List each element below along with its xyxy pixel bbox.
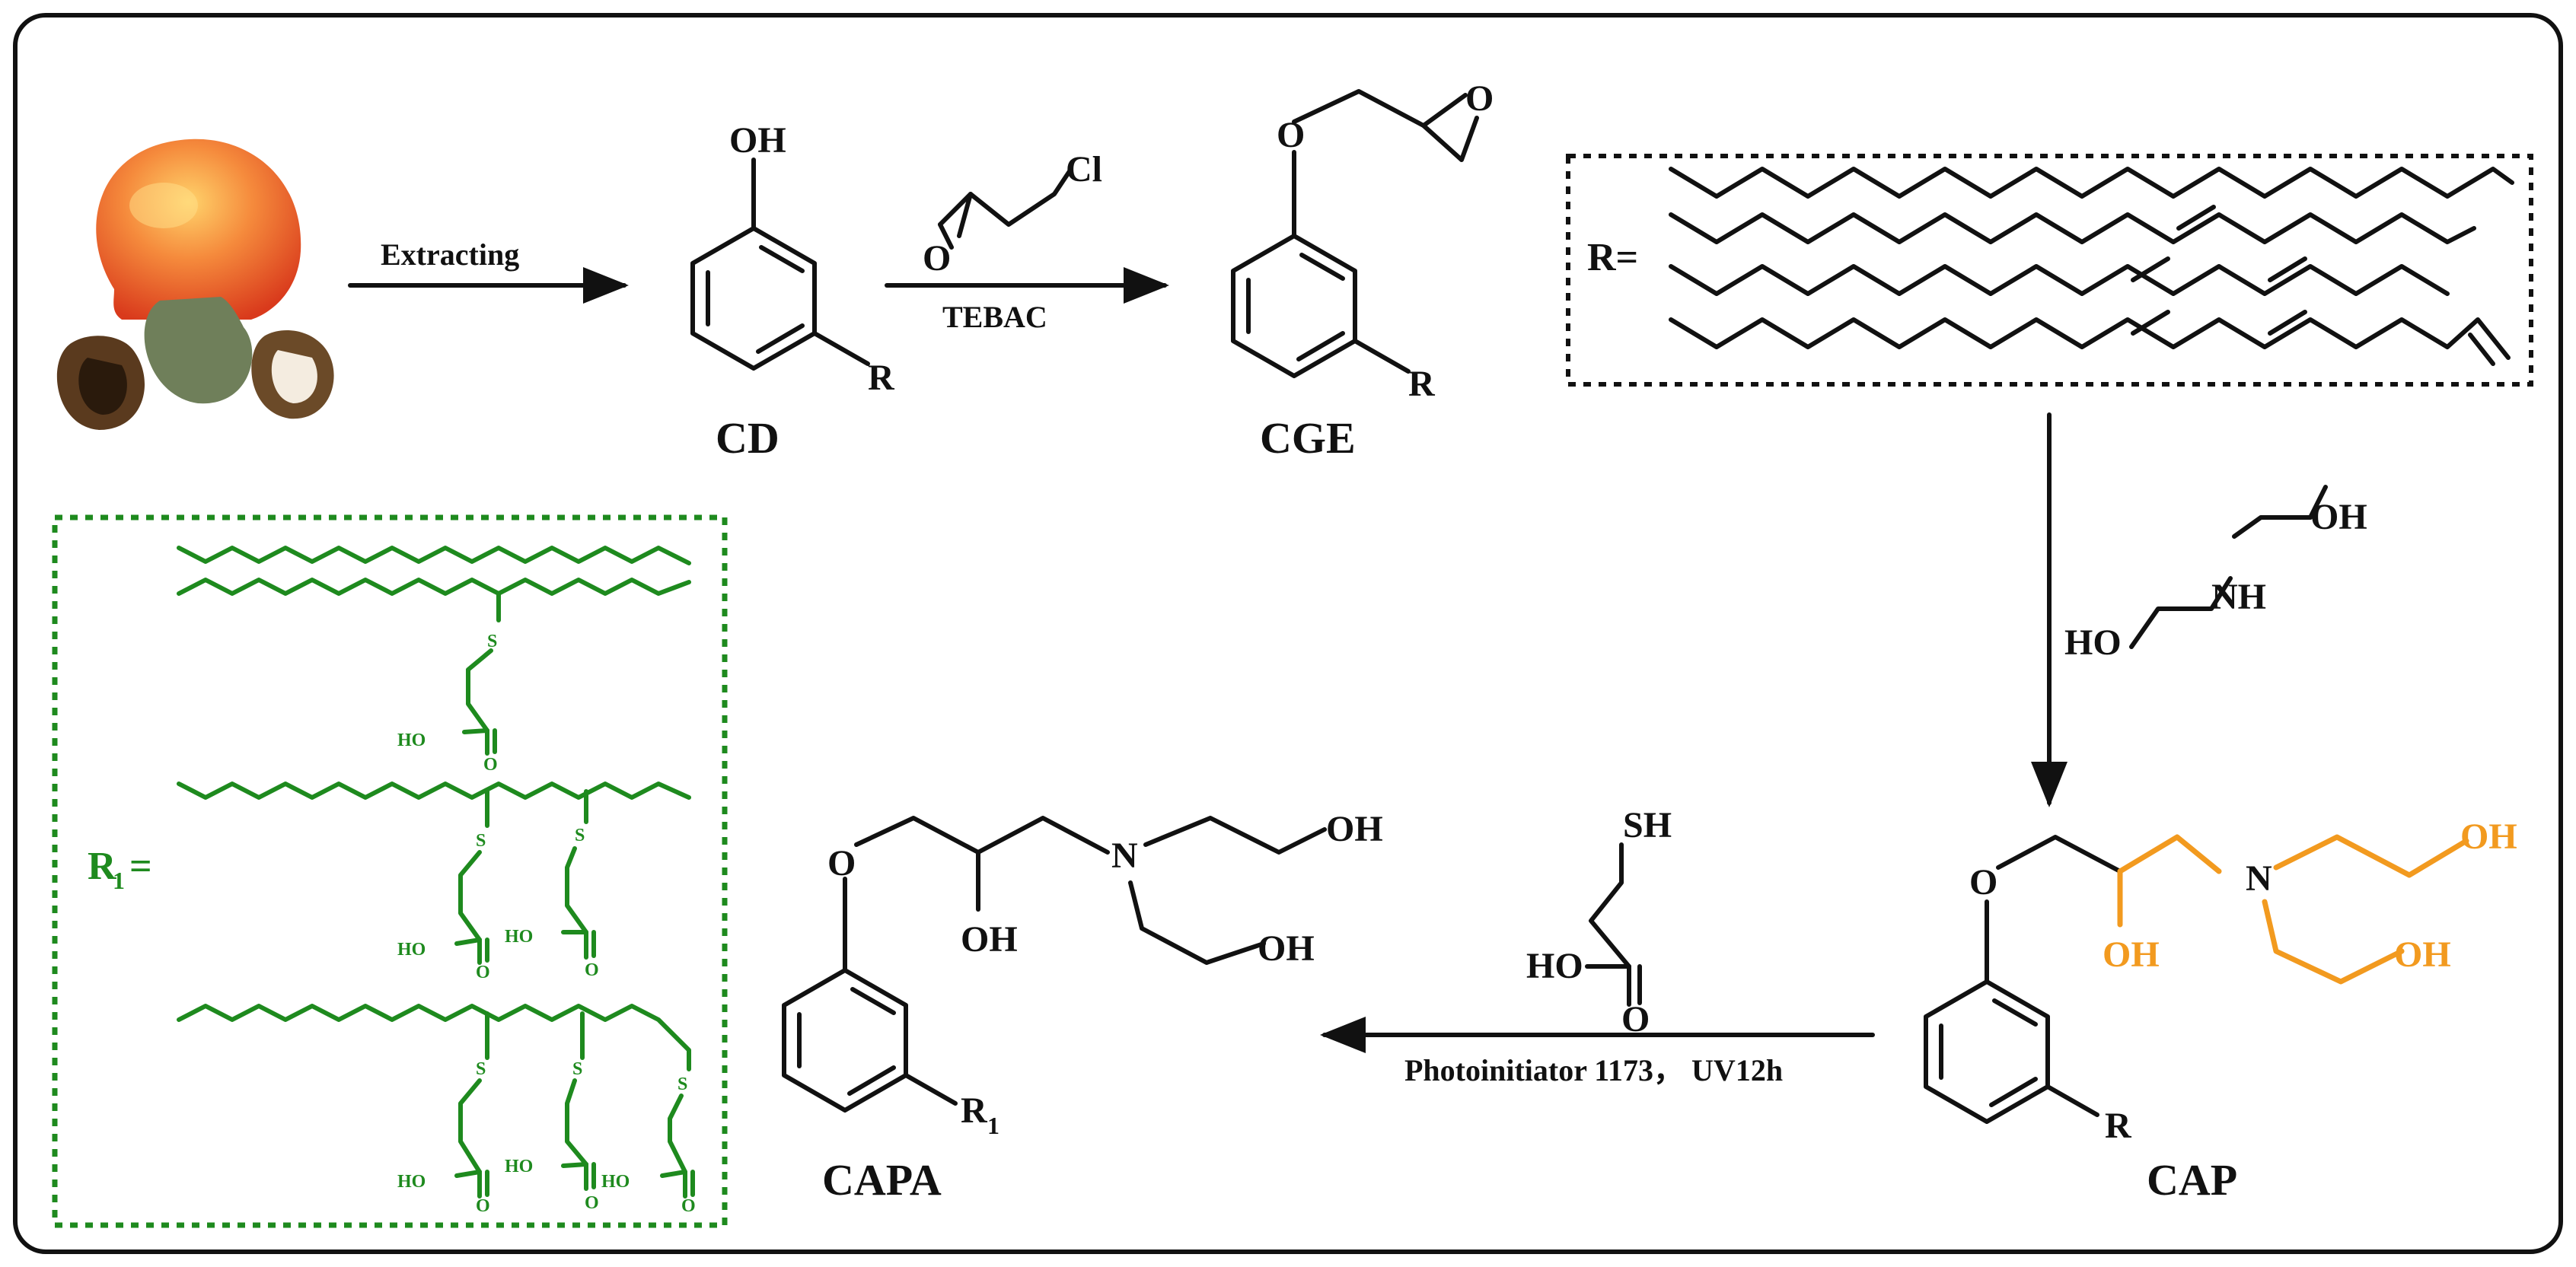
svg-text:OH: OH: [2103, 934, 2160, 975]
svg-text:S: S: [572, 1059, 582, 1079]
svg-text:O: O: [476, 1196, 490, 1216]
svg-text:HO: HO: [505, 1157, 533, 1176]
svg-text:1: 1: [113, 867, 125, 894]
svg-text:OH: OH: [2460, 817, 2517, 857]
svg-text:O: O: [1465, 78, 1494, 119]
r-chain-triene: [1669, 310, 2511, 366]
cge-name: CGE: [1260, 413, 1356, 463]
svg-text:O: O: [923, 238, 951, 279]
svg-text:S: S: [476, 1059, 486, 1079]
svg-text:O: O: [585, 1193, 599, 1213]
r1-chain-tri: S HO O S HO O S HO O: [177, 1004, 696, 1216]
thiol-ene-label: Photoinitiator 1173， UV12h: [1404, 1053, 1783, 1087]
svg-text:1: 1: [987, 1112, 999, 1139]
cashew-fruit-image: [56, 138, 334, 430]
svg-text:S: S: [677, 1074, 687, 1094]
svg-text:R: R: [88, 845, 117, 888]
svg-text:SH: SH: [1623, 805, 1672, 845]
svg-text:OH: OH: [729, 120, 786, 161]
r1-chain-mono: S HO O: [177, 578, 691, 775]
cd-structure: OH R: [690, 120, 895, 398]
svg-text:O: O: [827, 843, 856, 883]
svg-text:S: S: [476, 831, 486, 851]
svg-text:R: R: [1408, 364, 1436, 404]
r1-chain-di: S HO O S HO O: [177, 782, 691, 982]
tebac-label: TEBAC: [942, 300, 1047, 334]
svg-text:O: O: [681, 1196, 696, 1216]
r1-chain-saturated: [177, 546, 691, 565]
r1-definition-label: R 1 =: [88, 845, 152, 894]
svg-text:HO: HO: [397, 1172, 426, 1192]
r-chain-saturated: [1669, 167, 2514, 199]
svg-text:OH: OH: [961, 919, 1018, 960]
svg-text:O: O: [483, 755, 498, 775]
svg-text:OH: OH: [2394, 934, 2451, 975]
r-chain-diene: [1669, 256, 2450, 296]
svg-text:HO: HO: [505, 927, 533, 947]
svg-text:O: O: [476, 963, 490, 982]
svg-text:HO: HO: [397, 731, 426, 750]
svg-text:N: N: [1111, 836, 1138, 876]
svg-text:R: R: [961, 1090, 988, 1131]
outer-frame: [13, 13, 2563, 1254]
svg-text:HO: HO: [1526, 946, 1583, 986]
svg-text:R: R: [2105, 1106, 2132, 1146]
svg-text:O: O: [1969, 862, 1997, 902]
svg-text:OH: OH: [2310, 497, 2367, 537]
capa-name: CAPA: [822, 1155, 942, 1205]
r-chain-monoene: [1669, 205, 2476, 244]
svg-text:=: =: [129, 845, 152, 888]
svg-text:N: N: [2246, 858, 2272, 899]
svg-text:O: O: [1621, 999, 1650, 1039]
svg-text:O: O: [585, 960, 599, 980]
r1-definition-box: [52, 514, 728, 1228]
svg-text:NH: NH: [2211, 577, 2266, 617]
svg-text:S: S: [487, 632, 497, 651]
r-definition-box: [1566, 154, 2533, 387]
capa-structure: O OH N OH OH R 1: [782, 809, 1383, 1139]
svg-text:S: S: [575, 826, 585, 845]
svg-text:HO: HO: [2064, 622, 2122, 663]
mercaptopropionic-acid-structure: SH HO O: [1526, 805, 1672, 1039]
r-definition-label: R=: [1587, 236, 1638, 279]
diethanolamine-structure: OH NH HO: [2064, 485, 2367, 663]
svg-text:Cl: Cl: [1066, 149, 1102, 189]
svg-text:O: O: [1277, 115, 1305, 155]
svg-text:OH: OH: [1258, 928, 1315, 969]
svg-text:HO: HO: [397, 940, 426, 960]
cap-structure: O OH N OH OH R: [1924, 817, 2517, 1146]
svg-text:R: R: [868, 358, 895, 398]
svg-text:HO: HO: [601, 1172, 630, 1192]
epichlorohydrin-structure: O Cl: [923, 149, 1102, 279]
cge-structure: O O R: [1231, 78, 1494, 404]
extracting-label: Extracting: [381, 237, 519, 272]
cap-name: CAP: [2147, 1155, 2237, 1205]
svg-text:OH: OH: [1326, 809, 1383, 849]
cd-name: CD: [716, 413, 779, 463]
